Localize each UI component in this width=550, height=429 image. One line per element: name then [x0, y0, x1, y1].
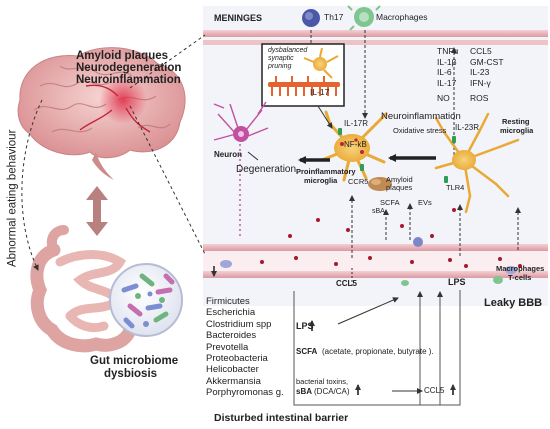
toxins-label: bacterial toxins,: [296, 377, 349, 386]
gut-brain-axis-arrow: [86, 186, 108, 236]
sba-detail-label: (DCA/CA): [314, 387, 350, 396]
cytokine-tnfa: TNFα: [437, 46, 459, 56]
cytokine-il1b: IL-1β: [437, 56, 457, 67]
macrophages-label: Macrophages: [376, 12, 428, 22]
amyloid-line2: plaques: [386, 183, 413, 192]
vessel-dashed-arrows: [349, 195, 521, 258]
gut-illustration: [30, 225, 137, 353]
microbe-taxa-list: Firmicutes Escherichia Clostridium spp B…: [206, 296, 284, 399]
cytokine-ccl5: CCL5: [470, 46, 492, 56]
cytokine-il23: IL-23: [470, 67, 490, 77]
scfa-brain-label: SCFA: [380, 198, 400, 207]
blood-vessel-band: [203, 244, 548, 278]
neuron-cell: [213, 101, 269, 236]
thin-arrows: [247, 105, 333, 161]
neuroinflammation-label: Neuroinflammation: [381, 111, 461, 122]
metabolite-arrows: [337, 268, 423, 394]
resting-microglia: [434, 112, 520, 214]
cytokine-list-2: CCL5 GM-CST IL-23 IFN-γ: [470, 46, 504, 88]
cytokine-gmcst: GM-CST: [470, 56, 504, 67]
gut-caption-line2: dysbiosis: [104, 368, 158, 380]
taxon-escherichia: Escherichia: [206, 307, 256, 319]
proinflammatory-line1: Proinflammatory: [296, 167, 356, 176]
il23r-label: IL-23R: [455, 123, 480, 132]
scfa-gut-label: SCFA: [296, 347, 318, 356]
cytokine-list-1: TNFα IL-1β IL-6 IL-17: [437, 46, 458, 88]
synapse-text-line1: dysbalanced: [268, 47, 308, 54]
microbiome-dish: [109, 263, 183, 337]
amyloid-plaque: [368, 177, 392, 191]
gut-to-bbb-lines: [293, 290, 461, 406]
taxon-clostridium: Clostridium spp: [206, 318, 272, 330]
resting-microglia-line2: microglia: [500, 126, 534, 135]
il17-label: IL-17: [310, 87, 330, 97]
blood-cells: [260, 208, 522, 268]
increase-arrows: [309, 320, 456, 395]
proinflammatory-line2: microglia: [304, 176, 338, 185]
synapse-inset: [261, 43, 345, 107]
ros-label: ROS: [470, 93, 489, 103]
brain-caption-line1: Amyloid plaques: [76, 50, 169, 62]
leaky-bbb-label: Leaky BBB: [484, 297, 543, 309]
no-label: NO: [437, 93, 450, 103]
taxon-porphyromonas: Porphyromonas g.: [206, 387, 284, 399]
evs-label: EVs: [418, 198, 432, 207]
meninges-macrophage: [347, 5, 381, 31]
cytokine-il17: IL-17: [437, 77, 457, 88]
ccl5-barrier-label: CCL5: [336, 279, 357, 288]
neuron-label: Neuron: [214, 150, 242, 159]
main-arrows: [298, 154, 436, 164]
lps-barrier-label: LPS: [448, 277, 466, 287]
tlr4-label: TLR4: [446, 183, 465, 192]
ccr5-label: CCR5: [348, 177, 369, 186]
meninges-title: MENINGES: [214, 13, 263, 23]
brain-caption-line3: Neuroinflammation: [76, 74, 181, 86]
brain-to-panel-connectors: [129, 34, 206, 255]
proinflammatory-microglia: [320, 110, 388, 182]
synapse-text-line3: pruning: [268, 63, 292, 70]
inset-microglia: [303, 47, 339, 79]
nfkb-label: NF-kB: [344, 140, 367, 149]
meninges-membrane: [203, 30, 548, 45]
eating-behaviour-label: Abnormal eating behaviour: [6, 129, 19, 268]
taxon-akkermansia: Akkermansia: [206, 375, 261, 387]
resting-microglia-line1: Resting: [502, 117, 530, 126]
th17-label: Th17: [324, 12, 344, 22]
eating-behaviour-arrow: [21, 99, 43, 271]
brain-caption-line2: Neurodegeneration: [76, 62, 182, 74]
ccl5-gut-label: CCL5: [424, 386, 445, 395]
disturbed-barrier-label: Disturbed intestinal barrier: [214, 412, 349, 424]
tcells-barrier-label: T-cells: [508, 273, 532, 282]
degeneration-label: Degeneration: [236, 164, 297, 175]
taxon-firmicutes: Firmicutes: [206, 296, 250, 307]
taxon-helicobacter: Helicobacter: [206, 364, 259, 376]
macrophages-barrier-label: Macrophages: [496, 264, 545, 273]
brain-illustration: [17, 47, 186, 180]
amyloid-line1: Amyloid: [386, 175, 413, 184]
cytokine-ifng: IFN-γ: [470, 77, 491, 88]
sba-brain-label: sBA: [372, 208, 385, 215]
vessel-immune-cells: [220, 237, 517, 286]
lps-gut-label: LPS: [296, 321, 314, 331]
il17r-label: IL-17R: [344, 119, 369, 128]
oxidative-stress-label: Oxidative stress: [393, 126, 447, 135]
cytokine-il6: IL-6: [437, 67, 452, 77]
taxon-prevotella: Prevotella: [206, 341, 249, 353]
taxon-proteobacteria: Proteobacteria: [206, 353, 268, 365]
scfa-detail-label: (acetate, propionate, butyrate ).: [322, 347, 434, 356]
taxon-bacteroides: Bacteroides: [206, 330, 257, 342]
synapse-text-line2: synaptic: [268, 55, 294, 62]
sba-gut-label: sBA: [296, 387, 313, 396]
th17-cell: [302, 9, 320, 27]
gut-caption-line1: Gut microbiome: [90, 355, 179, 367]
